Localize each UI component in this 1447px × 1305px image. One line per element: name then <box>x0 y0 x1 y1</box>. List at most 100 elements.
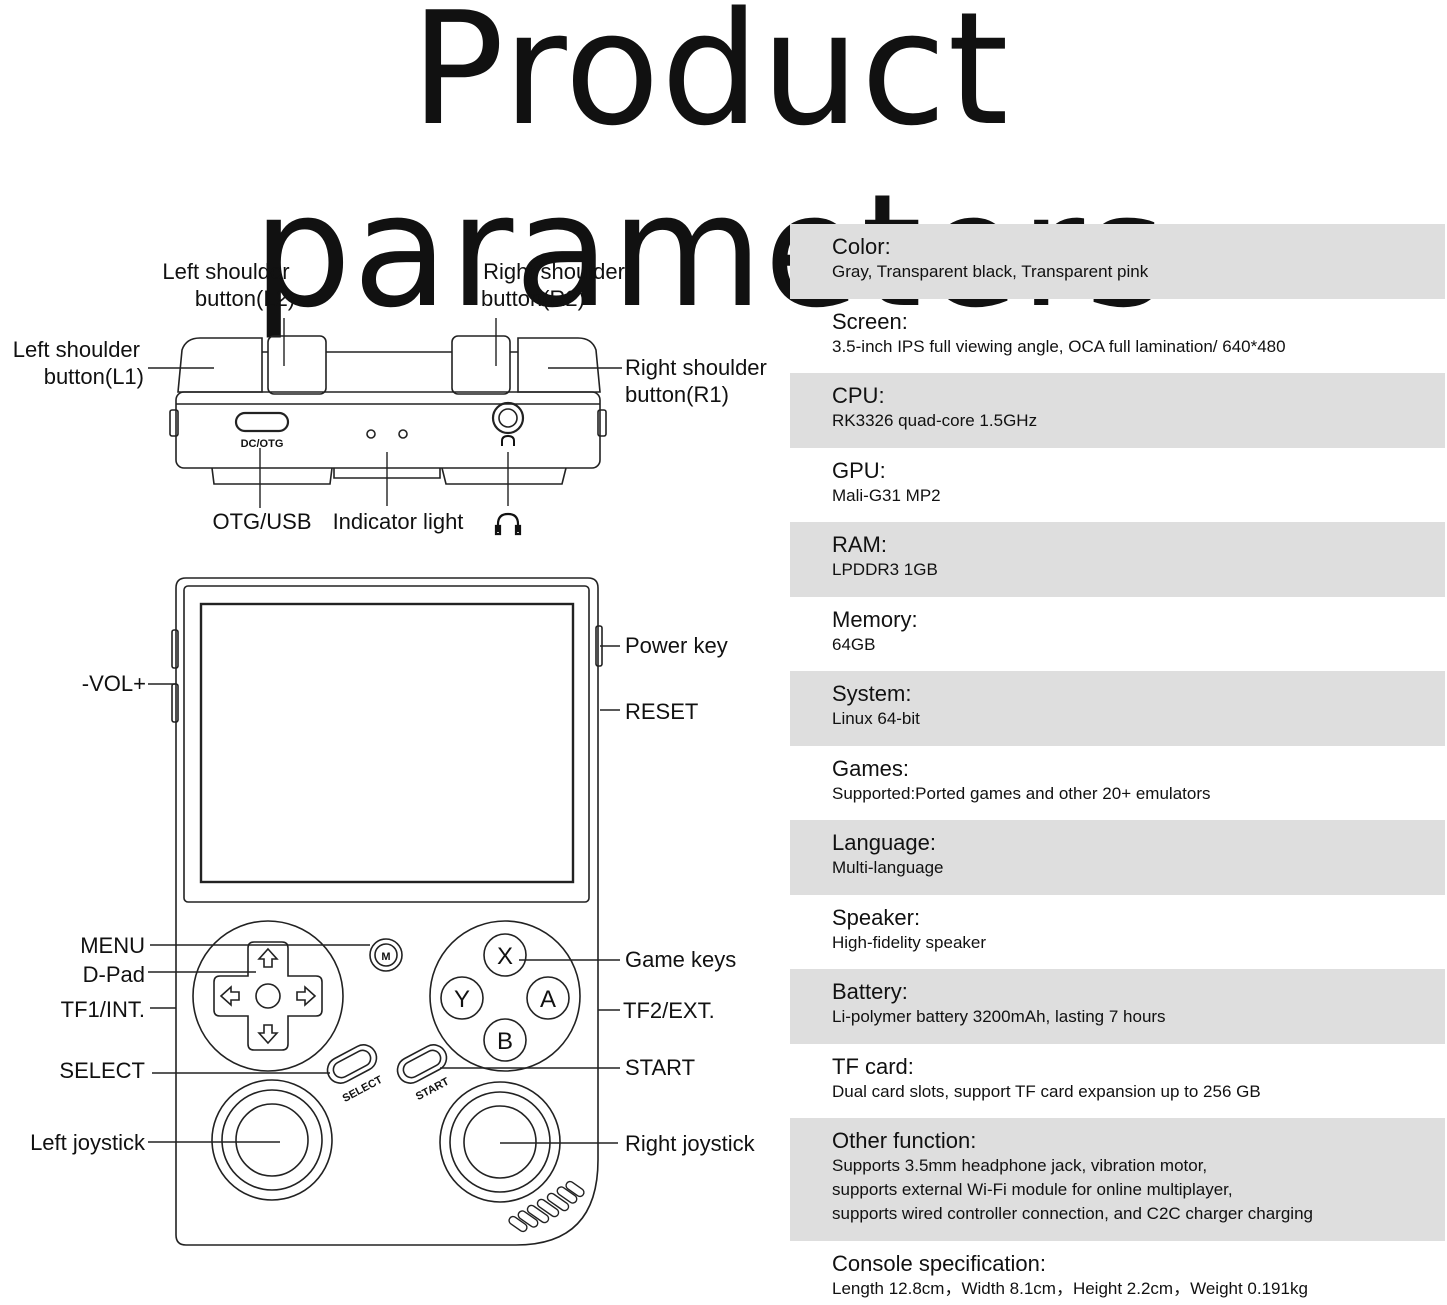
callout-l2-line2: button(L2) <box>195 286 295 311</box>
console-body <box>175 577 599 1246</box>
select-button <box>326 1044 378 1084</box>
spec-value: Linux 64-bit <box>832 709 920 728</box>
callout-tf1: TF1/INT. <box>61 997 145 1022</box>
dpad-down-arrow-icon <box>257 1024 279 1045</box>
spec-value: Length 12.8cm，Width 8.1cm，Height 2.2cm，W… <box>832 1279 1308 1298</box>
button-b-label: B <box>497 1028 513 1055</box>
headphone-jack-icon <box>501 434 515 446</box>
callout-indicator-light: Indicator light <box>333 509 464 534</box>
spec-title: Memory: <box>832 606 918 632</box>
callout-tf2: TF2/EXT. <box>623 998 715 1023</box>
callout-r2-line2: button(R2) <box>481 286 585 311</box>
spec-value: 3.5-inch IPS full viewing angle, OCA ful… <box>832 336 1286 356</box>
spec-title: Other function: <box>832 1128 977 1153</box>
callout-r1-line2: button(R1) <box>625 382 729 407</box>
button-y-label: Y <box>454 986 470 1013</box>
spec-title: Color: <box>832 234 891 259</box>
spec-row-language: Language: Multi-language <box>790 820 1445 895</box>
callout-otg-usb: OTG/USB <box>212 509 311 534</box>
spec-row-speaker: Speaker: High-fidelity speaker <box>790 895 1445 970</box>
callout-left-joystick: Left joystick <box>30 1130 146 1155</box>
callout-r1-line1: Right shoulder <box>625 355 767 380</box>
spec-title: GPU: <box>832 457 886 483</box>
shoulder-l1 <box>177 337 263 393</box>
button-x <box>483 933 527 977</box>
spec-row-screen: Screen: 3.5-inch IPS full viewing angle,… <box>790 299 1445 374</box>
dpad-ring <box>192 920 344 1072</box>
spec-value: LPDDR3 1GB <box>832 560 938 579</box>
spec-value: Li-polymer battery 3200mAh, lasting 7 ho… <box>832 1007 1166 1026</box>
callout-power-key: Power key <box>625 633 728 658</box>
callout-game-keys: Game keys <box>625 947 736 972</box>
callout-l2-line1: Left shoulder <box>162 259 289 284</box>
top-body <box>175 391 601 469</box>
spec-value: Mali-G31 MP2 <box>832 485 941 505</box>
spec-title: Battery: <box>832 979 908 1004</box>
leader-lines <box>148 318 622 1144</box>
callout-r2-line1: Right shoulder <box>483 259 625 284</box>
spec-title: Games: <box>832 755 910 781</box>
shoulder-r2 <box>451 335 511 395</box>
spec-value: Multi-language <box>832 858 944 877</box>
headphone-jack <box>491 401 525 435</box>
dpad <box>213 941 323 1051</box>
spec-row-tf-card: TF card: Dual card slots, support TF car… <box>790 1044 1445 1119</box>
callout-l1-line2: button(L1) <box>44 364 144 389</box>
shoulder-l2 <box>267 335 327 395</box>
speaker-grille <box>508 1180 585 1233</box>
spec-table: Color: Gray, Transparent black, Transpar… <box>790 224 1445 1305</box>
button-a-label: A <box>540 986 556 1013</box>
spec-row-color: Color: Gray, Transparent black, Transpar… <box>790 224 1445 299</box>
spec-title: Screen: <box>832 308 908 334</box>
button-x-label: X <box>497 943 513 970</box>
shoulder-r1 <box>517 337 601 393</box>
callout-l1-line1: Left shoulder <box>13 337 140 362</box>
headphone-icon <box>494 512 522 536</box>
start-button <box>396 1044 448 1084</box>
spec-value: Gray, Transparent black, Transparent pin… <box>832 262 1149 281</box>
menu-button <box>369 938 403 972</box>
device-diagram: DC/OTG M X Y A B SELECT START Left shoul… <box>13 259 767 1246</box>
callout-select: SELECT <box>59 1058 145 1083</box>
spec-row-cpu: CPU: RK3326 quad-core 1.5GHz <box>790 373 1445 448</box>
callout-menu: MENU <box>80 933 145 958</box>
front-view <box>171 577 603 1246</box>
dpad-up-arrow-icon <box>257 947 279 968</box>
spec-value: High-fidelity speaker <box>832 932 987 952</box>
spec-value: 64GB <box>832 634 876 654</box>
spec-row-system: System: Linux 64-bit <box>790 671 1445 746</box>
spec-value: Supports 3.5mm headphone jack, vibration… <box>832 1156 1313 1223</box>
button-a <box>526 976 570 1020</box>
screen-bezel <box>183 585 590 903</box>
spec-row-console-specification: Console specification: Length 12.8cm，Wid… <box>790 1241 1445 1305</box>
spec-value: Supported:Ported games and other 20+ emu… <box>832 783 1211 803</box>
spec-title: TF card: <box>832 1053 914 1079</box>
left-joystick <box>211 1079 333 1201</box>
callout-vol: -VOL+ <box>82 671 146 696</box>
spec-value: RK3326 quad-core 1.5GHz <box>832 411 1038 430</box>
callout-dpad: D-Pad <box>83 962 145 987</box>
spec-row-gpu: GPU: Mali-G31 MP2 <box>790 448 1445 523</box>
dpad-right-arrow-icon <box>296 985 317 1007</box>
spec-row-memory: Memory: 64GB <box>790 597 1445 672</box>
spec-row-ram: RAM: LPDDR3 1GB <box>790 522 1445 597</box>
spec-title: RAM: <box>832 532 887 557</box>
select-small-label: SELECT <box>341 1074 385 1105</box>
dc-otg-port <box>234 411 290 433</box>
spec-title: CPU: <box>832 383 885 408</box>
top-view <box>169 335 607 485</box>
callout-start: START <box>625 1055 695 1080</box>
button-b <box>483 1018 527 1062</box>
callout-reset: RESET <box>625 699 698 724</box>
screen <box>199 602 575 884</box>
spec-title: Speaker: <box>832 904 921 930</box>
spec-row-games: Games: Supported:Ported games and other … <box>790 746 1445 821</box>
spec-value: Dual card slots, support TF card expansi… <box>832 1081 1261 1101</box>
menu-button-label: M <box>381 951 390 963</box>
indicator-light-2 <box>398 429 408 439</box>
right-joystick <box>439 1081 561 1203</box>
action-buttons-ring <box>429 920 581 1072</box>
callout-right-joystick: Right joystick <box>625 1131 756 1156</box>
button-y <box>440 976 484 1020</box>
spec-title: Console specification: <box>832 1251 1047 1276</box>
